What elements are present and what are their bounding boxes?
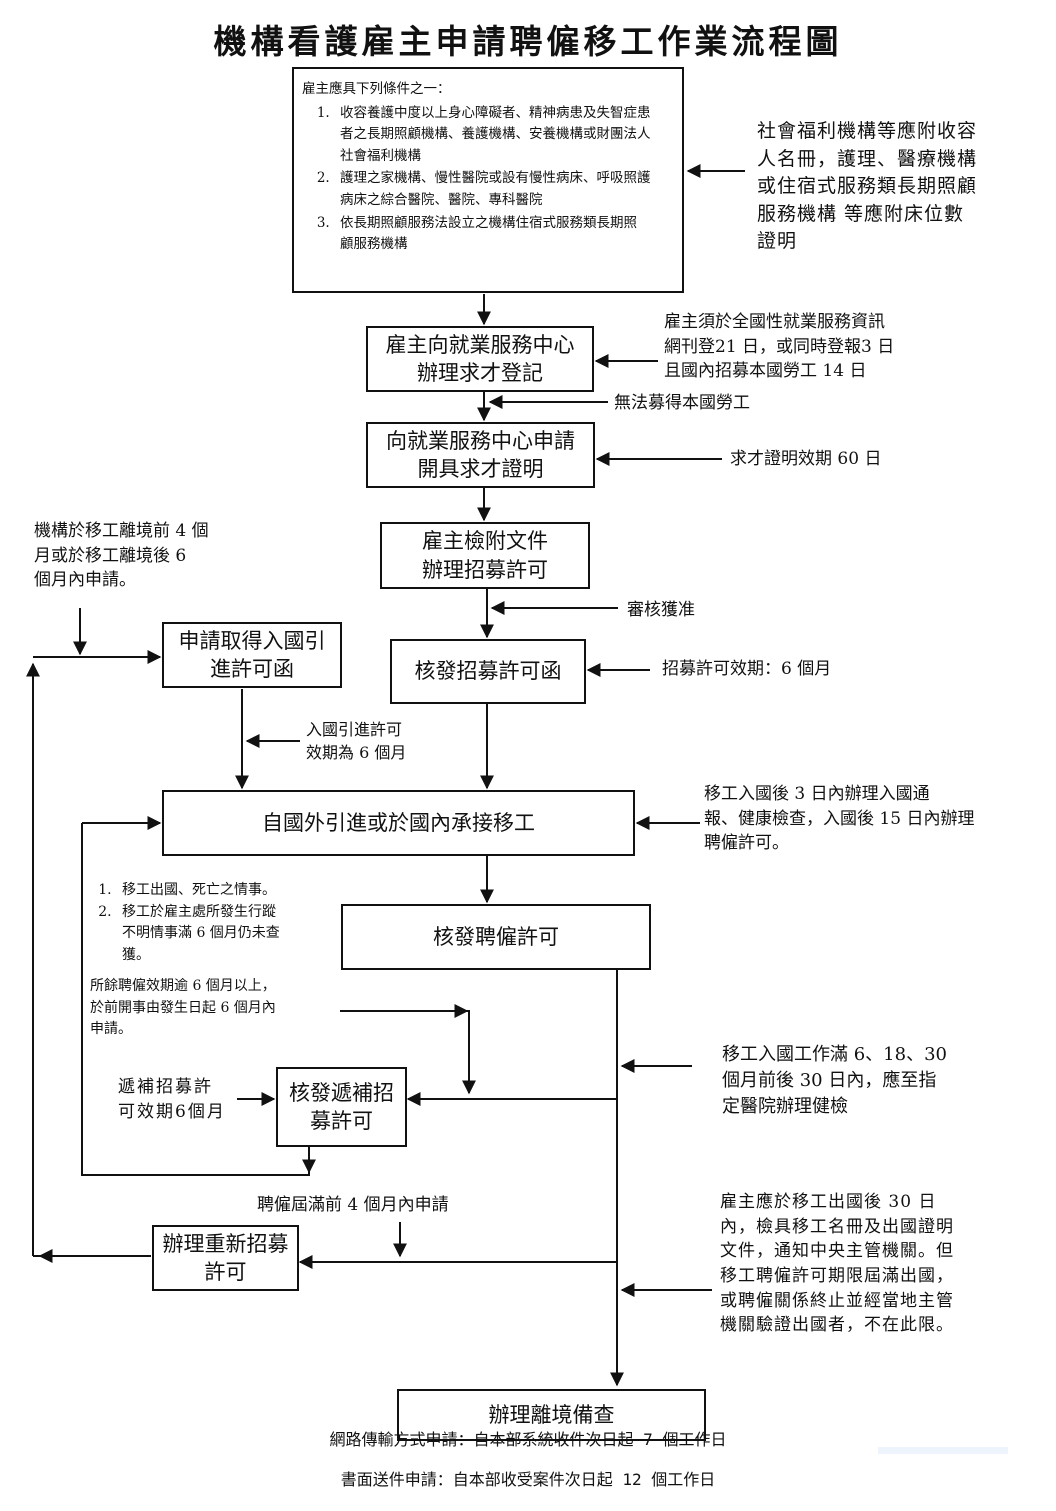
condition-item: 收容養護中度以上身心障礙者、精神病患及失智症患 者之長期照顧機構、養護機構、安養… — [334, 103, 674, 168]
note-remaining: 所餘聘僱效期逾 6 個月以上， 於前開事由發生日起 6 個月內 申請。 — [90, 978, 276, 1038]
condition-item: 護理之家機構、慢性醫院或設有慢性病床、呼吸照護 病床之綜合醫院、醫院、專科醫院 — [334, 168, 674, 211]
note-cert-valid: 求才證明效期 60 日 — [730, 449, 882, 469]
conditions-list: 收容養護中度以上身心障礙者、精神病患及失智症患 者之長期照顧機構、養護機構、安養… — [302, 103, 674, 256]
box-re-recruitment: 辦理重新招募 許可 — [152, 1225, 299, 1291]
event-item: 移工於雇主處所發生行蹤 不明情事滿 6 個月仍未查 獲。 — [116, 902, 280, 967]
conditions-box: 雇主應具下列條件之一： 收容養護中度以上身心障礙者、精神病患及失智症患 者之長期… — [292, 67, 684, 293]
note-recruit-valid: 招募許可效期：6 個月 — [662, 659, 832, 679]
note-departure: 雇主應於移工出國後 30 日 內，檢具移工名冊及出國證明 文件，通知中央主管機關… — [720, 1192, 954, 1336]
corner-shade — [878, 1447, 1008, 1454]
note-social-welfare: 社會福利機構等應附收容 人名冊，護理、醫療機構 或住宿式服務類長期照顧 服務機構… — [757, 120, 978, 253]
page-title: 機構看護雇主申請聘僱移工作業流程圖 — [213, 22, 843, 61]
note-post-job: 雇主須於全國性就業服務資訊 網刊登21 日，或同時登報3 日 且國內招募本國勞工… — [664, 312, 895, 382]
note-health-check: 移工入國工作滿 6、18、30 個月前後 30 日內，應至指 定醫院辦理健檢 — [722, 1044, 947, 1118]
note-expiry-apply: 聘僱屆滿前 4 個月內申請 — [257, 1195, 449, 1215]
box-recruitment-certificate: 向就業服務中心申請 開具求才證明 — [366, 422, 595, 488]
note-arrival: 移工入國後 3 日內辦理入國通 報、健康檢查，入國後 15 日內辦理 聘僱許可。 — [704, 784, 975, 854]
event-item: 移工出國、死亡之情事。 — [116, 880, 280, 902]
note-entry-valid: 入國引進許可 效期為 6 個月 — [306, 720, 407, 763]
condition-item: 依長期照顧服務法設立之機構住宿式服務類長期照 顧服務機構 — [334, 213, 674, 256]
conditions-heading: 雇主應具下列條件之一： — [302, 81, 451, 97]
box-recruitment-application: 雇主檢附文件 辦理招募許可 — [380, 522, 590, 589]
note-apply-timing: 機構於移工離境前 4 個 月或於移工離境後 6 個月內申請。 — [34, 521, 209, 591]
box-recruitment-letter: 核發招募許可函 — [390, 639, 586, 704]
box-register-recruitment: 雇主向就業服務中心 辦理求才登記 — [366, 326, 594, 392]
note-no-local: 無法募得本國勞工 — [614, 393, 750, 413]
box-employment-permit: 核發聘僱許可 — [341, 904, 651, 970]
note-replace-valid: 遞補招募許 可效期6個月 — [118, 1077, 226, 1122]
box-entry-permit: 申請取得入國引 進許可函 — [162, 622, 342, 688]
box-bring-in-worker: 自國外引進或於國內承接移工 — [162, 790, 635, 856]
arrow-remaining — [340, 1010, 476, 1095]
box-replacement-permit: 核發遞補招 募許可 — [276, 1067, 407, 1147]
note-approved: 審核獲准 — [627, 600, 695, 620]
footer: 網路傳輸方式申請：自本部系統收件次日起 7 個工作日 書面送件申請：自本部收受案… — [0, 1410, 1056, 1510]
footer-paper: 書面送件申請：自本部收受案件次日起 12 個工作日 — [340, 1470, 716, 1489]
box-exit-record: 辦理離境備查 — [397, 1389, 706, 1441]
footer-online: 網路傳輸方式申請：自本部系統收件次日起 7 個工作日 — [329, 1430, 727, 1449]
events-list: 移工出國、死亡之情事。 移工於雇主處所發生行蹤 不明情事滿 6 個月仍未查 獲。 — [90, 880, 280, 967]
